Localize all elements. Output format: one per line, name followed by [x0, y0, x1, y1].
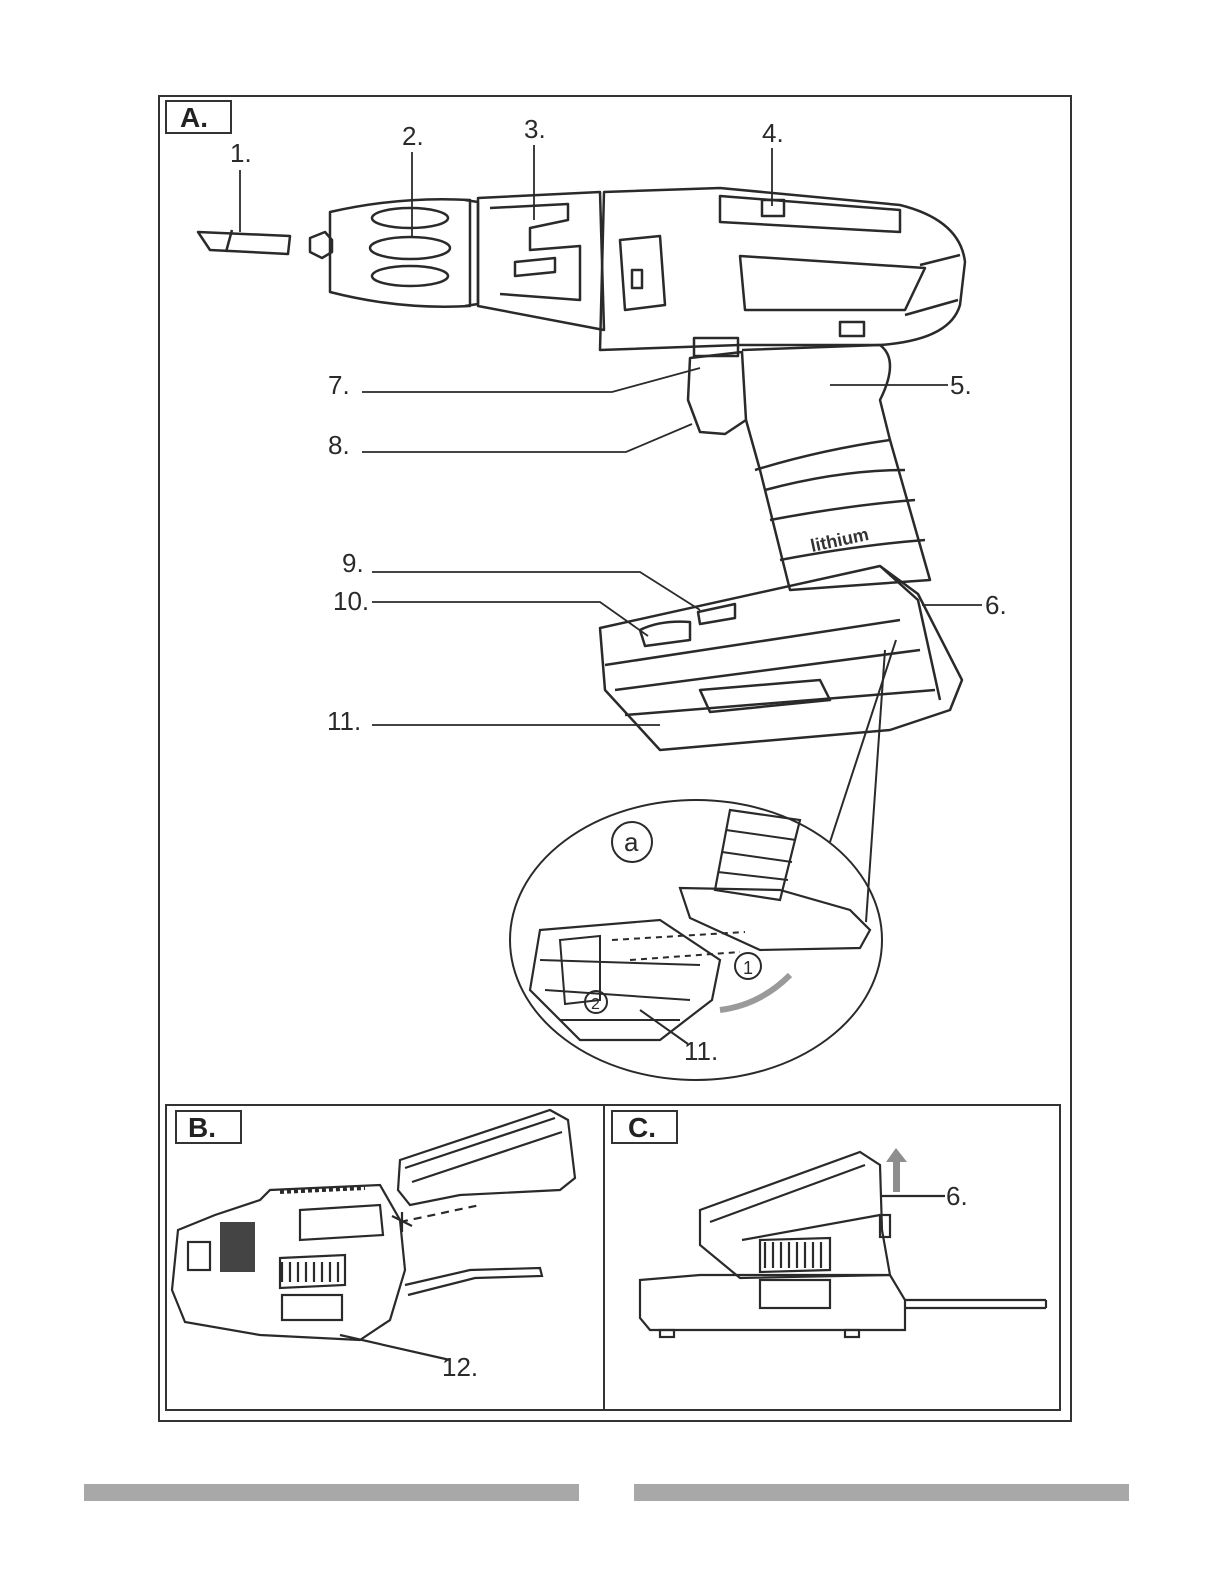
- lift-arrow-icon: [886, 1148, 907, 1192]
- callout-10: 10.: [333, 586, 369, 616]
- footer-bar-left: [84, 1484, 579, 1501]
- callout-2: 2.: [402, 121, 424, 151]
- callout-1: 1.: [230, 138, 252, 168]
- detail-marker: a: [624, 827, 639, 857]
- callout-9: 9.: [342, 548, 364, 578]
- panel-c: C. 6.: [604, 1105, 1060, 1410]
- leader-lines: [240, 145, 982, 725]
- callout-12: 12.: [442, 1352, 478, 1382]
- footer-bar-right: [634, 1484, 1129, 1501]
- callout-7: 7.: [328, 370, 350, 400]
- panel-b-title: B.: [188, 1112, 216, 1143]
- detail-view-a: [510, 640, 896, 1080]
- callout-4: 4.: [762, 118, 784, 148]
- detail-callout-11: 11.: [684, 1036, 718, 1066]
- panel-a: A.: [166, 101, 1007, 1080]
- panel-b: B. 12.: [166, 1105, 604, 1410]
- panel-c-title: C.: [628, 1112, 656, 1143]
- callout-6: 6.: [985, 590, 1007, 620]
- panel-a-title: A.: [180, 102, 208, 133]
- callout-3: 3.: [524, 114, 546, 144]
- outer-frame: [159, 96, 1071, 1421]
- callout-5: 5.: [950, 370, 972, 400]
- callout-8: 8.: [328, 430, 350, 460]
- detail-step-1: 1: [743, 958, 753, 978]
- detail-step-2: 2: [591, 996, 600, 1013]
- charger-illustration-b: [172, 1110, 575, 1360]
- callout-c-6: 6.: [946, 1181, 968, 1211]
- callout-11: 11.: [327, 706, 361, 736]
- charger-illustration-c: [640, 1152, 1046, 1337]
- panel-c-frame: [604, 1105, 1060, 1410]
- drill-illustration: [198, 188, 965, 750]
